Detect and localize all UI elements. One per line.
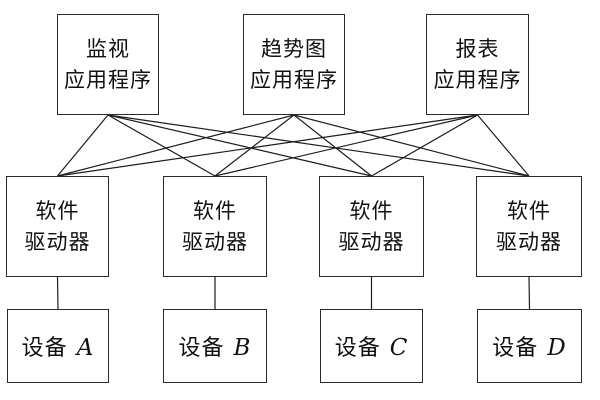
node-label: 软件 驱动器 [24, 199, 91, 254]
device-label-cjk: 设备 [21, 336, 68, 361]
node-label: 设备 D [492, 330, 566, 362]
device-letter: C [389, 335, 409, 361]
device-label-cjk: 设备 [178, 336, 225, 361]
device-label-cjk: 设备 [492, 336, 539, 361]
device-label-cjk: 设备 [334, 336, 381, 361]
node-label: 设备 B [179, 330, 252, 362]
node-label: 软件 驱动器 [496, 199, 562, 254]
node-label: 软件 驱动器 [182, 199, 248, 254]
node-software-driver-1: 软件 驱动器 [6, 176, 109, 277]
device-letter: B [233, 335, 252, 361]
node-label: 报表 应用程序 [433, 37, 522, 92]
node-device-c: 设备 C [320, 309, 423, 383]
node-label: 监视 应用程序 [64, 37, 152, 92]
node-label: 软件 驱动器 [338, 199, 405, 254]
node-software-driver-2: 软件 驱动器 [163, 176, 267, 277]
node-trend-chart-application: 趋势图 应用程序 [243, 14, 345, 115]
node-label: 设备 A [22, 330, 95, 362]
node-device-a: 设备 A [7, 309, 109, 383]
node-software-driver-4: 软件 驱动器 [476, 176, 582, 277]
device-letter: D [547, 335, 567, 361]
node-monitor-application: 监视 应用程序 [57, 14, 159, 115]
node-label: 趋势图 应用程序 [250, 37, 338, 92]
node-device-b: 设备 B [163, 309, 267, 383]
node-software-driver-3: 软件 驱动器 [319, 176, 424, 277]
node-label: 设备 C [335, 330, 409, 362]
node-device-d: 设备 D [477, 309, 582, 383]
node-report-application: 报表 应用程序 [426, 14, 529, 115]
device-letter: A [76, 335, 95, 361]
